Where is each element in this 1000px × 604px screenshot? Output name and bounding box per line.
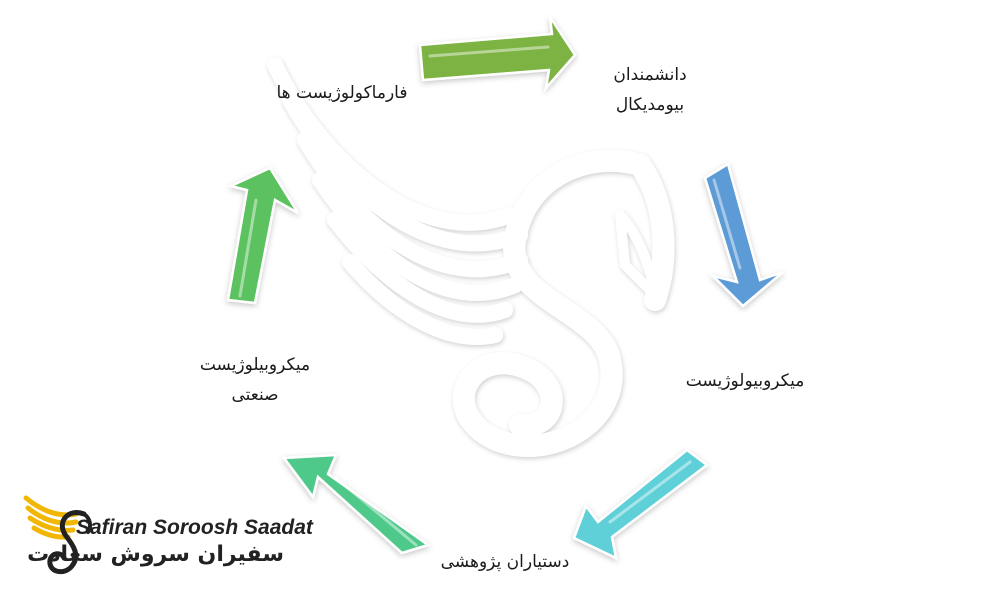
company-logo: Safiran Soroosh Saadat سفیران سروش سعادت	[18, 488, 313, 588]
logo-latin-text: Safiran Soroosh Saadat	[76, 516, 313, 539]
cycle-arrows	[226, 16, 784, 561]
node-microbiologist-line-1: میکروبیولوژیست	[685, 371, 805, 391]
cycle-arrow-4	[281, 453, 431, 555]
cycle-arrow-5	[226, 166, 300, 305]
node-pharmacologists-line-1: فارماکولوژیست ها	[276, 83, 408, 103]
cycle-arrow-3	[572, 448, 710, 561]
logo-emblem-icon	[23, 495, 93, 575]
node-pharmacologists: فارماکولوژیست ها	[262, 78, 422, 108]
node-industrial-microbiologist-line-1: میکروبیلوژیست	[199, 355, 311, 375]
logo-persian-text: سفیران سروش سعادت	[27, 542, 284, 567]
node-industrial-microbiologist: میکروبیلوژیست صنعتی	[180, 350, 330, 410]
watermark-bird-icon	[267, 57, 675, 457]
cycle-arrow-2	[703, 162, 784, 308]
node-research-assistants-line-1: دستیاران پژوهشی	[440, 552, 570, 572]
node-biomedical-scientists-line-2: بیومدیکال	[615, 95, 685, 115]
node-microbiologist: میکروبیولوژیست	[660, 366, 830, 396]
logo-swan-icon	[47, 510, 87, 575]
node-research-assistants: دستیاران پژوهشی	[420, 547, 590, 577]
node-biomedical-scientists: دانشمندان بیومدیکال	[585, 60, 715, 120]
node-industrial-microbiologist-line-2: صنعتی	[231, 385, 279, 405]
cycle-arrow-1	[418, 16, 577, 93]
node-biomedical-scientists-line-1: دانشمندان	[613, 65, 687, 85]
